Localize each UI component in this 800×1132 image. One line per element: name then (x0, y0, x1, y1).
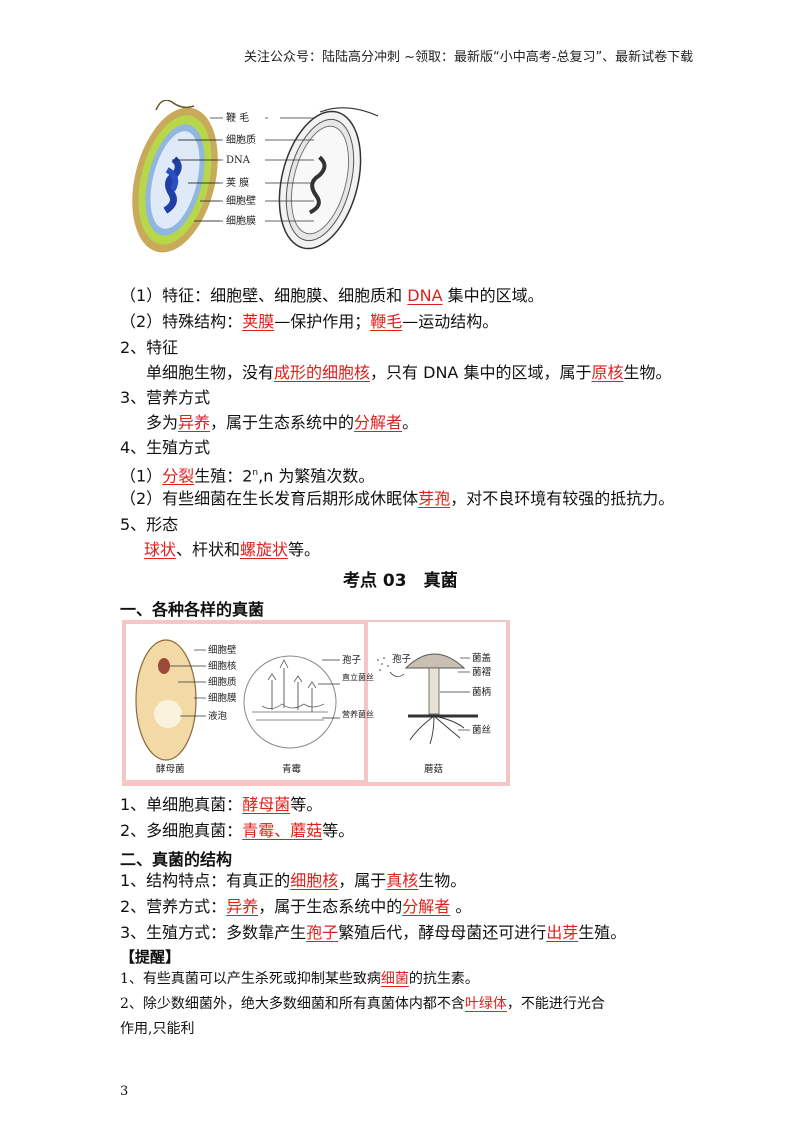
section-5-body: 球状、杆状和螺旋状等。 (144, 540, 321, 559)
fungi-structure-line-2: 2、营养方式：异养，属于生态系统中的分解者 。 (120, 897, 472, 916)
mushroom-caption: 蘑菇 (424, 763, 443, 775)
section-title: 考点 03 真菌 (343, 571, 458, 591)
yeast-label-cytoplasm: 细胞质 (208, 676, 237, 688)
section-4-line-1: （1）分裂生殖：2n,n 为繁殖次数。 (120, 466, 375, 486)
mushroom-label-spore: 孢子 (392, 653, 412, 665)
section-2-body: 单细胞生物，没有成形的细胞核，只有 DNA 集中的区域，属于原核生物。 (146, 363, 672, 382)
section-4-heading: 4、生殖方式 (120, 438, 211, 457)
bacteria-special-structure-line: （2）特殊结构：荚膜—保护作用；鞭毛—运动结构。 (120, 312, 499, 331)
mushroom-label-hyphae: 菌丝 (472, 724, 491, 736)
fungi-diagram: 细胞壁 细胞核 细胞质 细胞膜 液泡 酵母菌 孢子 直立菌丝 营养菌丝 青霉 孢… (122, 620, 510, 786)
label-cytoplasm: 细胞质 (226, 133, 256, 146)
label-cell-wall: 细胞壁 (226, 194, 256, 207)
yeast-label-membrane: 细胞膜 (208, 692, 237, 704)
label-cell-membrane: 细胞膜 (226, 214, 256, 227)
label-flagellum: 鞭 毛 (226, 111, 249, 124)
page-number: 3 (120, 1084, 129, 1099)
unicellular-fungi-line: 1、单细胞真菌：酵母菌等。 (120, 795, 323, 814)
bacteria-feature-line: （1）特征：细胞壁、细胞膜、细胞质和 DNA 集中的区域。 (120, 286, 544, 305)
mushroom-label-cap: 菌盖 (472, 652, 492, 664)
label-dna: DNA (226, 155, 251, 166)
tip-line-3: 作用,只能利 (120, 1021, 195, 1037)
penicillium-caption: 青霉 (282, 763, 302, 775)
section-3-body: 多为异养，属于生态系统中的分解者。 (146, 413, 419, 432)
section-5-heading: 5、形态 (120, 515, 179, 534)
yeast-label-nucleus: 细胞核 (208, 660, 237, 672)
fungi-variety-heading: 一、各种各样的真菌 (120, 600, 265, 619)
fungi-structure-line-3: 3、生殖方式：多数靠产生孢子繁殖后代，酵母母菌还可进行出芽生殖。 (120, 923, 627, 942)
fungi-structure-line-1: 1、结构特点：有真正的细胞核，属于真核生物。 (120, 871, 467, 890)
tip-line-1: 1、有些真菌可以产生杀死或抑制某些致病细菌的抗生素。 (120, 971, 479, 987)
penicillium-label-vegetative-hyphae: 营养菌丝 (342, 709, 374, 719)
mushroom-label-gills: 菌褶 (472, 666, 491, 678)
multicellular-fungi-line: 2、多细胞真菌：青霉、蘑菇等。 (120, 821, 355, 840)
section-3-heading: 3、营养方式 (120, 388, 211, 407)
section-4-line-2: （2）有些细菌在生长发育后期形成休眠体芽孢，对不良环境有较强的抵抗力。 (120, 489, 675, 508)
penicillium-label-aerial-hyphae: 直立菌丝 (342, 672, 374, 682)
mushroom-label-stalk: 菌柄 (472, 686, 491, 698)
yeast-caption: 酵母菌 (156, 763, 185, 775)
penicillium-label-spore: 孢子 (342, 654, 362, 666)
section-2-heading: 2、特征 (120, 338, 179, 357)
fungi-structure-heading: 二、真菌的结构 (120, 850, 233, 869)
label-capsule: 荚 膜 (226, 176, 249, 189)
yeast-label-cell-wall: 细胞壁 (208, 644, 237, 656)
tip-heading: 【提醒】 (120, 948, 181, 966)
yeast-label-vacuole: 液泡 (208, 710, 228, 722)
bacteria-diagram: 鞭 毛 细胞质 DNA 荚 膜 细胞壁 细胞膜 (120, 99, 380, 260)
tip-line-2: 2、除少数细菌外，绝大多数细菌和所有真菌体内都不含叶绿体，不能进行光合 (120, 996, 605, 1012)
page-header: 关注公众号：陆陆高分冲刺 ~领取：最新版“小中高考-总复习”、最新试卷下载 (244, 50, 694, 65)
